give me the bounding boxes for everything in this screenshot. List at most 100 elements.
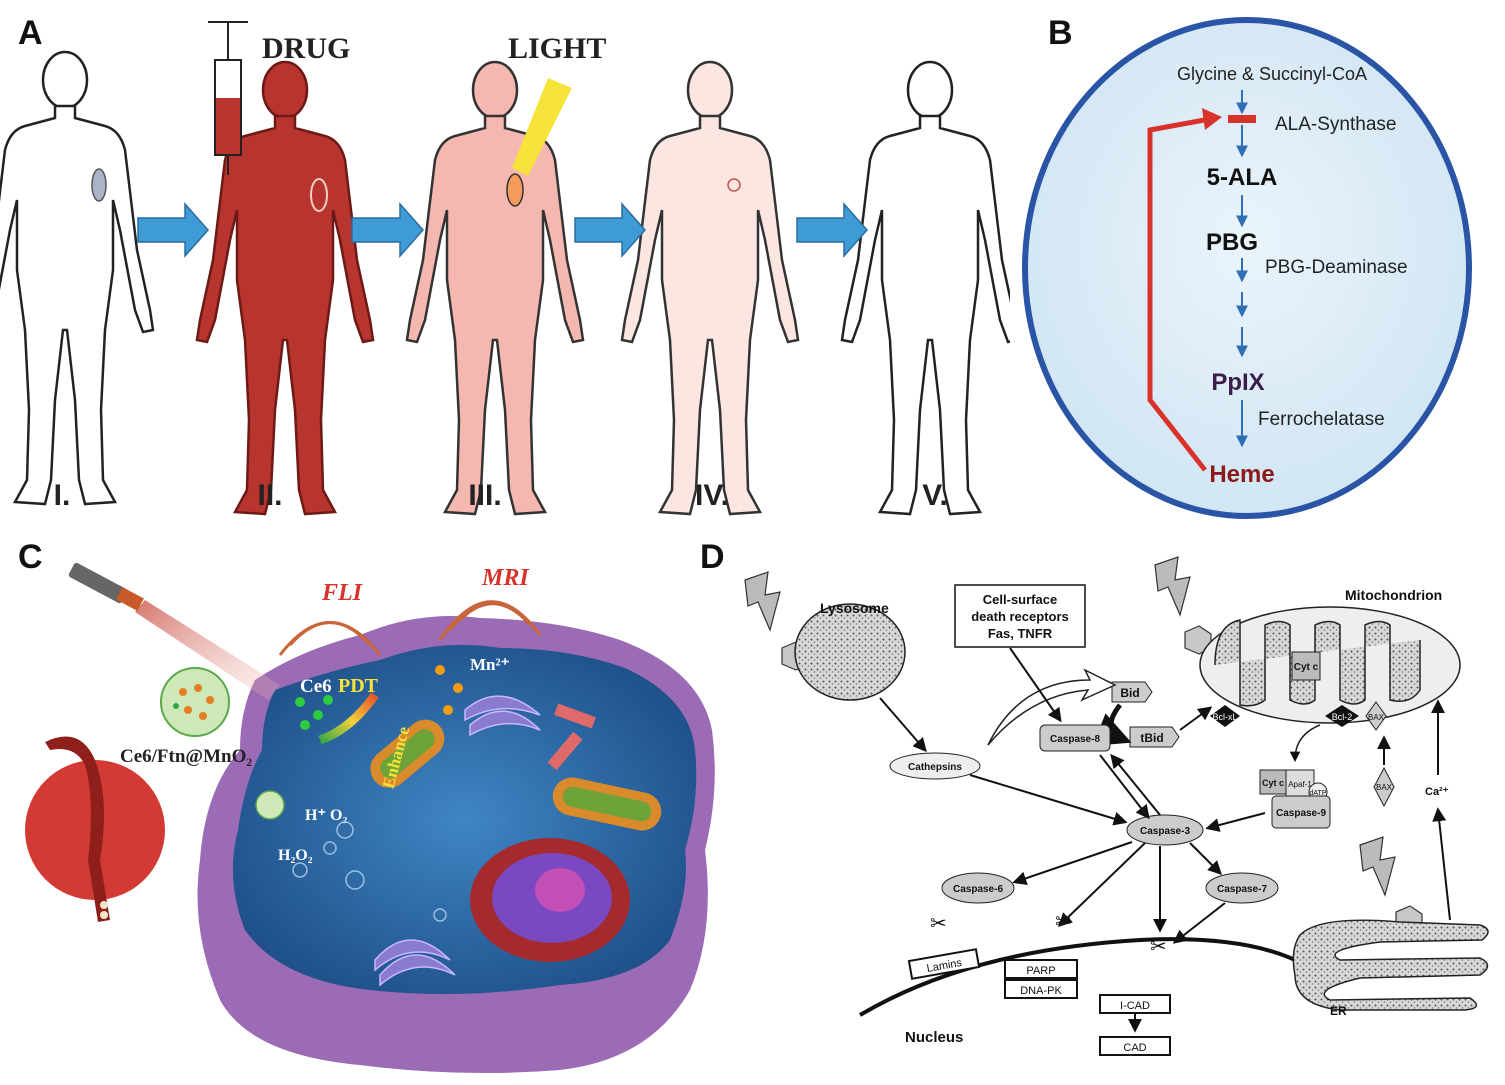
fli-label: FLI xyxy=(321,580,364,606)
nuclear-envelope xyxy=(858,937,1296,1017)
panel-d-label: D xyxy=(700,538,725,576)
glycine-label: Glycine & Succinyl-CoA xyxy=(1177,64,1367,84)
datp-label: dATP xyxy=(1310,790,1327,797)
drug-label: DRUG xyxy=(262,32,350,65)
ppix-label: PpIX xyxy=(1211,369,1264,396)
svg-text:✂: ✂ xyxy=(1055,911,1072,933)
mitochondrion xyxy=(1199,606,1461,724)
scissors-icons: ✂ ✂ ✂ xyxy=(930,911,1167,958)
bclxl-label: Bcl-xL xyxy=(1212,712,1237,722)
mitochondrion-2 xyxy=(552,777,662,831)
figure-stage-1 xyxy=(0,50,155,506)
mitochondrion-1 xyxy=(370,719,445,788)
swoosh-arrow xyxy=(987,668,1117,746)
complex-label: Ce6/Ftn@MnO₂ xyxy=(120,746,252,767)
panel-a-figure: DRUG LIGHT I. II. III. IV. xyxy=(0,21,1020,516)
feedback-arrow xyxy=(1147,108,1222,472)
cathepsins xyxy=(889,752,981,780)
caspase8-box xyxy=(1039,724,1111,752)
receptors-line-2: death receptors xyxy=(971,609,1069,624)
lysosome-label: Lysosome xyxy=(820,600,889,616)
ca-label: Ca²⁺ xyxy=(1425,786,1449,798)
mri-label: MRI xyxy=(481,565,530,591)
mn-dots xyxy=(435,665,463,715)
nanoparticle-complex xyxy=(160,667,230,737)
cytc-apoptosome xyxy=(1259,769,1287,795)
svg-text:✂: ✂ xyxy=(1150,936,1167,958)
tbid-label: tBid xyxy=(1140,731,1163,745)
mri-signal xyxy=(438,600,542,641)
arrow-1 xyxy=(137,202,210,258)
receptors-line-3: Fas, TNFR xyxy=(988,626,1053,641)
inhibition-bar xyxy=(1228,115,1256,123)
stage-label-2: II. xyxy=(257,479,282,512)
ala-label: 5-ALA xyxy=(1207,164,1278,191)
golgi-bottom xyxy=(374,939,456,987)
syringe-icon xyxy=(208,21,248,175)
heme-label: Heme xyxy=(1209,461,1274,488)
bid-cleavage-arrow xyxy=(1092,703,1132,746)
receptors-box xyxy=(954,584,1086,648)
bid-label: Bid xyxy=(1120,686,1139,700)
cytc-release-arrow xyxy=(1289,724,1321,763)
bax-mito xyxy=(1365,701,1387,731)
panel-c: C xyxy=(0,530,720,1080)
caspase7 xyxy=(1205,872,1279,904)
arrow-2 xyxy=(351,202,425,258)
panel-c-figure: FLI MRI Ce6/Ftn@MnO₂ Ce6 PDT xyxy=(25,562,715,1074)
caspase8-label: Caspase-8 xyxy=(1050,734,1100,745)
tumor-icon xyxy=(25,736,165,922)
arrow-3 xyxy=(574,202,647,258)
light-beam xyxy=(512,78,572,176)
caspase3-label: Caspase-3 xyxy=(1140,826,1190,837)
bclxl-diamond xyxy=(1210,705,1240,727)
ce6-label: Ce6 xyxy=(300,676,332,697)
pbg-deaminase-label: PBG-Deaminase xyxy=(1265,257,1408,278)
nanoparticle-inside xyxy=(255,790,285,820)
o2-label: O₂ xyxy=(330,807,347,824)
caspase6 xyxy=(941,872,1015,904)
bcl2-diamond xyxy=(1325,705,1359,727)
caspase3 xyxy=(1126,814,1204,846)
figure-stage-2 xyxy=(195,60,375,516)
caspase9-box xyxy=(1271,795,1331,829)
pdt-arrow xyxy=(318,692,379,745)
mn-label: Mn²⁺ xyxy=(470,655,510,674)
endoplasmic-reticulum xyxy=(1292,919,1489,1011)
panel-a: A DRUG xyxy=(0,0,1020,530)
caspase7-label: Caspase-7 xyxy=(1217,884,1267,895)
panel-c-label: C xyxy=(18,538,43,576)
stage-label-5: V. xyxy=(922,479,948,512)
panel-b-figure: Glycine & Succinyl-CoA ALA-Synthase 5-AL… xyxy=(1022,17,1472,519)
h2o2-label: H₂O₂ xyxy=(278,847,313,864)
pdt-label: PDT xyxy=(338,675,379,697)
panel-b-label: B xyxy=(1048,14,1073,52)
panel-a-label: A xyxy=(18,14,43,52)
ferrochelatase-label: Ferrochelatase xyxy=(1258,409,1385,430)
cytc-mito xyxy=(1291,651,1321,681)
bcl2-label: Bcl-2 xyxy=(1332,712,1353,722)
stage-label-1: I. xyxy=(54,479,71,512)
parp-box xyxy=(1004,959,1078,979)
panel-b: B Glycine & Succinyl-CoA ALA-Synthase 5-… xyxy=(1010,0,1505,530)
h-label: H⁺ xyxy=(305,807,326,824)
panel-d-figure: Lysosome Cell-surface death receptors Fa… xyxy=(744,556,1489,1056)
signaling-arrows xyxy=(879,647,1451,1033)
svg-text:✂: ✂ xyxy=(930,913,947,935)
parp-label: PARP xyxy=(1026,965,1055,977)
bax-free xyxy=(1373,766,1395,808)
dnapk-label: DNA-PK xyxy=(1020,985,1062,997)
figure-stage-3 xyxy=(405,60,585,516)
bid-shape xyxy=(1111,681,1153,703)
light-label: LIGHT xyxy=(508,32,606,65)
lamins-box xyxy=(907,948,981,980)
mitochondrion-label: Mitochondrion xyxy=(1345,587,1442,603)
figure-stage-5 xyxy=(840,60,1020,516)
dnapk-box xyxy=(1004,979,1078,999)
ce6-dots xyxy=(295,695,333,730)
arrow-4 xyxy=(796,202,869,258)
stage-label-3: III. xyxy=(468,479,501,512)
stage-arrows xyxy=(137,202,869,258)
bubbles xyxy=(292,821,447,922)
icad-label: I-CAD xyxy=(1120,1000,1150,1012)
